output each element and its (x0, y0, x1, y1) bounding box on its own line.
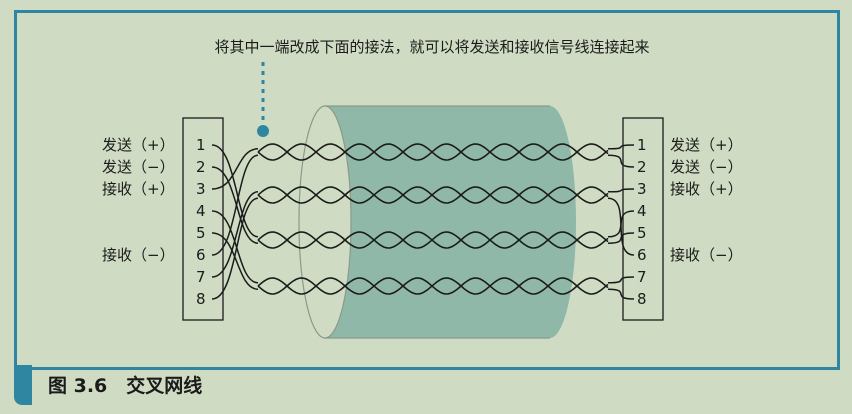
left-pin-8: 8 (196, 290, 206, 308)
left-lead-8 (211, 197, 259, 300)
left-lead-2 (211, 166, 259, 244)
left-lead-5 (211, 232, 259, 290)
left-connector (182, 117, 224, 321)
left-lead-7 (211, 191, 259, 278)
right-label-pin-1: 发送（+） (670, 136, 743, 154)
figure-frame (14, 10, 840, 370)
left-lead-1 (211, 144, 259, 238)
right-pin-3: 3 (637, 180, 647, 198)
cable-body (298, 105, 576, 339)
left-pin-2: 2 (196, 158, 206, 176)
right-lead-1 (607, 144, 635, 150)
left-pin-7: 7 (196, 268, 206, 286)
right-signal-labels: 发送（+） 发送（−） 接收（+） 接收（−） (670, 136, 743, 264)
right-pin-1: 1 (637, 136, 647, 154)
caption-tab (14, 365, 32, 405)
left-label-pin-1: 发送（+） (102, 136, 175, 154)
right-label-pin-3: 接收（+） (670, 180, 743, 198)
right-pin-8: 8 (637, 290, 647, 308)
right-lead-6 (607, 197, 635, 256)
right-lead-8 (607, 288, 635, 300)
right-pin-4: 4 (637, 202, 647, 220)
right-lead-3 (607, 188, 635, 193)
left-signal-labels: 发送（+） 发送（−） 接收（+） 接收（−） (102, 136, 175, 264)
left-lead-3 (211, 148, 259, 190)
left-pin-6: 6 (196, 246, 206, 264)
right-pin-2: 2 (637, 158, 647, 176)
right-pin-6: 6 (637, 246, 647, 264)
twisted-pairs (211, 143, 635, 300)
left-pin-numbers: 1 2 3 4 5 6 7 8 (196, 136, 206, 308)
pair-2-wire-b (257, 186, 609, 204)
left-pin-5: 5 (196, 224, 206, 242)
right-pin-7: 7 (637, 268, 647, 286)
left-label-pin-2: 发送（−） (102, 158, 175, 176)
annotation-dot (257, 125, 269, 137)
right-pin-numbers: 1 2 3 4 5 6 7 8 (637, 136, 647, 308)
right-connector (622, 117, 664, 321)
right-lead-2 (607, 154, 635, 168)
left-pin-3: 3 (196, 180, 206, 198)
left-lead-4 (211, 210, 259, 284)
left-pin-1: 1 (196, 136, 206, 154)
pair-3-wire-b (257, 231, 609, 249)
pair-4-wire-b (257, 277, 609, 295)
pair-1-wire-b (257, 143, 609, 161)
figure-caption: 图 3.6 交叉网线 (48, 375, 203, 397)
right-lead-7 (607, 276, 635, 284)
right-label-pin-6: 接收（−） (670, 246, 743, 264)
left-label-pin-6: 接收（−） (102, 246, 175, 264)
right-label-pin-2: 发送（−） (670, 158, 743, 176)
left-lead-6 (211, 154, 259, 256)
right-pin-5: 5 (637, 224, 647, 242)
left-label-pin-3: 接收（+） (102, 180, 175, 198)
annotation-text: 将其中一端改成下面的接法，就可以将发送和接收信号线连接起来 (214, 38, 649, 56)
left-pin-4: 4 (196, 202, 206, 220)
